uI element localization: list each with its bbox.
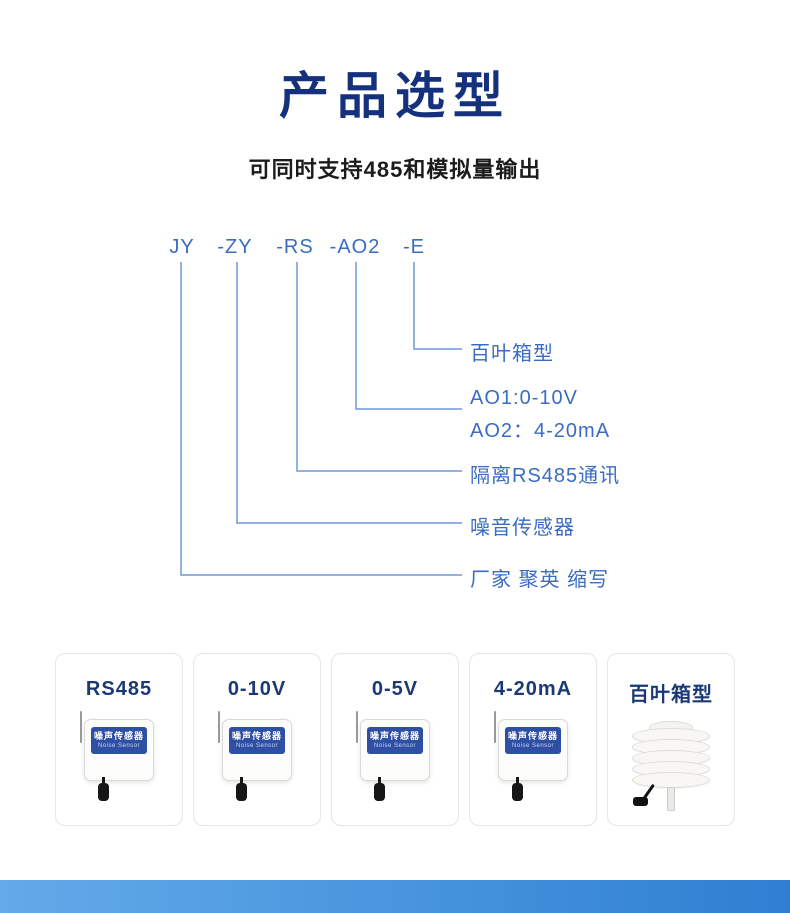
nameplate-en: Noise Sensor	[373, 743, 417, 749]
callout-rs485-comm: 隔离RS485通讯	[470, 465, 621, 487]
connector-line-ao2	[355, 262, 462, 410]
nameplate-en: Noise Sensor	[511, 743, 555, 749]
code-segment-rs: -RS	[276, 236, 314, 258]
page-title: 产品选型	[279, 68, 511, 124]
connector-line-e	[413, 262, 462, 350]
sensor-nameplate: 噪声传感器 Noise Sensor	[91, 727, 147, 754]
mic-cable	[378, 777, 381, 786]
microphone-icon	[512, 783, 523, 801]
product-label: 百叶箱型	[629, 684, 713, 706]
callout-noise-sensor: 噪音传感器	[470, 517, 575, 539]
product-card-rs485: RS485 噪声传感器 Noise Sensor	[55, 653, 183, 826]
louver-plate	[632, 772, 710, 788]
sensor-housing: 噪声传感器 Noise Sensor	[360, 719, 430, 781]
antenna-icon	[80, 711, 82, 743]
nameplate-en: Noise Sensor	[97, 743, 141, 749]
code-segment-zy: -ZY	[217, 236, 253, 258]
nameplate-cn: 噪声传感器	[231, 731, 282, 741]
mic-cable	[516, 777, 519, 786]
sensor-housing: 噪声传感器 Noise Sensor	[222, 719, 292, 781]
cable-plug-icon	[633, 797, 648, 806]
product-card-4-20ma: 4-20mA 噪声传感器 Noise Sensor	[469, 653, 597, 826]
sensor-nameplate: 噪声传感器 Noise Sensor	[229, 727, 285, 754]
microphone-icon	[236, 783, 247, 801]
louver-device-image	[623, 721, 719, 817]
footer-bar	[0, 880, 790, 913]
page-subtitle: 可同时支持485和模拟量输出	[248, 157, 542, 182]
nameplate-cn: 噪声传感器	[93, 731, 144, 741]
callout-manufacturer: 厂家 聚英 缩写	[470, 569, 610, 591]
product-cards-row: RS485 噪声传感器 Noise Sensor 0-10V	[55, 653, 735, 826]
product-label: RS485	[85, 678, 153, 700]
sensor-device-image: 噪声传感器 Noise Sensor	[74, 711, 164, 809]
connector-line-jy	[180, 262, 462, 576]
product-card-louver: 百叶箱型	[607, 653, 735, 826]
product-card-0-5v: 0-5V 噪声传感器 Noise Sensor	[331, 653, 459, 826]
sensor-nameplate: 噪声传感器 Noise Sensor	[367, 727, 423, 754]
product-label: 0-5V	[371, 678, 419, 700]
sensor-housing: 噪声传感器 Noise Sensor	[498, 719, 568, 781]
product-label: 4-20mA	[493, 678, 573, 700]
nameplate-cn: 噪声传感器	[369, 731, 420, 741]
product-label: 0-10V	[227, 678, 287, 700]
callout-louver-type: 百叶箱型	[470, 343, 554, 365]
sensor-nameplate: 噪声传感器 Noise Sensor	[505, 727, 561, 754]
microphone-icon	[374, 783, 385, 801]
callout-analog-out-2: AO2：4-20mA	[470, 420, 611, 442]
nameplate-en: Noise Sensor	[235, 743, 279, 749]
sensor-device-image: 噪声传感器 Noise Sensor	[350, 711, 440, 809]
connector-lines	[180, 262, 462, 576]
antenna-icon	[356, 711, 358, 743]
connector-line-zy	[236, 262, 462, 524]
sensor-housing: 噪声传感器 Noise Sensor	[84, 719, 154, 781]
product-card-0-10v: 0-10V 噪声传感器 Noise Sensor	[193, 653, 321, 826]
mic-cable	[102, 777, 105, 786]
louver-pole	[667, 787, 675, 811]
antenna-icon	[494, 711, 496, 743]
microphone-icon	[98, 783, 109, 801]
code-segment-ao2: -AO2	[329, 236, 381, 258]
connector-line-rs	[296, 262, 462, 472]
code-segment-e: -E	[403, 236, 425, 258]
antenna-icon	[218, 711, 220, 743]
mic-cable	[240, 777, 243, 786]
sensor-device-image: 噪声传感器 Noise Sensor	[212, 711, 302, 809]
code-segment-jy: JY	[169, 236, 195, 258]
nameplate-cn: 噪声传感器	[507, 731, 558, 741]
sensor-device-image: 噪声传感器 Noise Sensor	[488, 711, 578, 809]
callout-analog-out-1: AO1:0-10V	[470, 387, 578, 409]
